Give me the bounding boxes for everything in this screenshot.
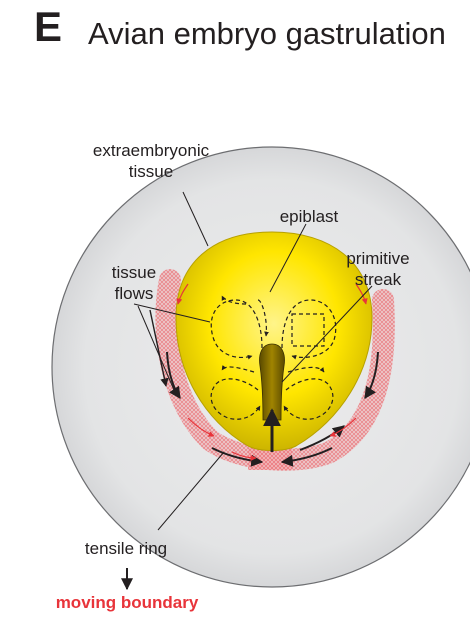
label-epiblast: epiblast: [264, 206, 354, 227]
label-primitive-streak-line2: streak: [328, 269, 428, 290]
label-moving-boundary: moving boundary: [52, 592, 202, 613]
label-primitive-streak-line1: primitive: [328, 248, 428, 269]
label-tissue-flows: tissue flows: [94, 262, 174, 304]
label-tensile-ring: tensile ring: [66, 538, 186, 559]
primitive-streak-shape: [260, 344, 285, 420]
label-extraembryonic: extraembryonic tissue: [76, 140, 226, 182]
label-tissue-flows-line1: tissue: [94, 262, 174, 283]
label-tissue-flows-line2: flows: [94, 283, 174, 304]
label-extraembryonic-line1: extraembryonic: [76, 140, 226, 161]
label-primitive-streak: primitive streak: [328, 248, 428, 290]
label-extraembryonic-line2: tissue: [76, 161, 226, 182]
